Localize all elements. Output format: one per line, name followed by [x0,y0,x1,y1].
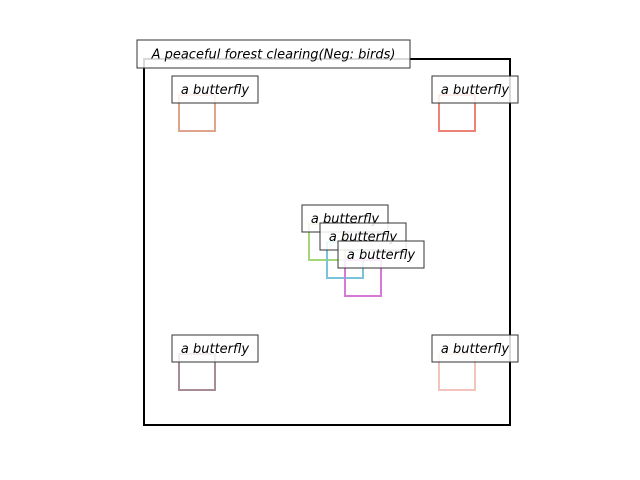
butterfly-6-label-text: a butterfly [181,342,250,357]
butterfly-1-label: a butterfly [171,75,259,104]
butterfly-6-label: a butterfly [171,334,259,363]
object-boxes: a butterfly a butterfly a butterfly a butte… [171,75,519,391]
butterfly-5-label: a butterfly [337,240,425,269]
scene-caption: A peaceful forest clearing(Neg: birds) [151,48,396,63]
butterfly-1-label-text: a butterfly [181,83,250,98]
butterfly-5-label-text: a butterfly [347,248,416,263]
butterfly-1-label-box [171,75,259,104]
caption-box [136,39,411,69]
butterfly-2-label-box [431,75,519,104]
butterfly-6-label-box [171,334,259,363]
butterfly-7-label-box [431,334,519,363]
butterfly-7-label: a butterfly [431,334,519,363]
butterfly-2-label-text: a butterfly [441,83,510,98]
butterfly-7-label-text: a butterfly [441,342,510,357]
butterfly-2-label: a butterfly [431,75,519,104]
butterfly-5-label-box [337,240,425,269]
caption-group: A peaceful forest clearing(Neg: birds) [136,39,411,69]
